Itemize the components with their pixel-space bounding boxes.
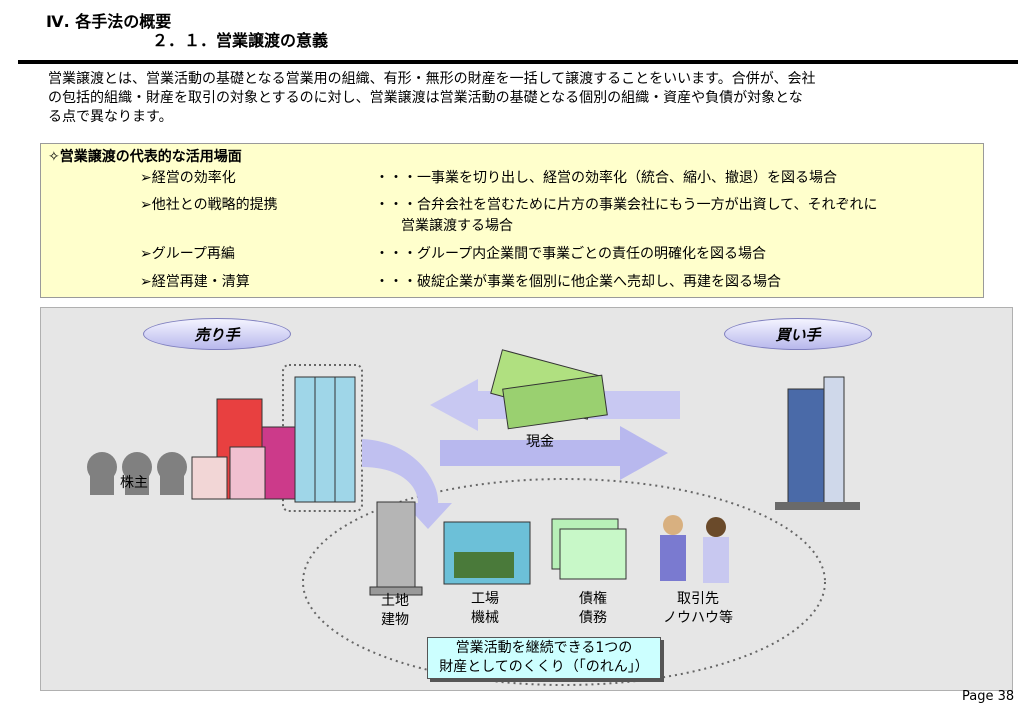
asset-label: 工場 機械	[455, 590, 515, 628]
use-label: ➢他社との戦略的提携	[140, 197, 278, 213]
uses-heading: ✧営業譲渡の代表的な活用場面	[48, 149, 242, 165]
goodwill-line: 営業活動を継続できる1つの	[455, 640, 633, 656]
asset-group-oval	[302, 478, 826, 686]
goodwill-callout: 営業活動を継続できる1つの 財産としてのくくり（「のれん」）	[427, 637, 661, 679]
factory-icon	[443, 521, 531, 585]
certificate-icon	[551, 518, 627, 580]
use-label: ➢経営再建・清算	[140, 274, 250, 290]
asset-line: 機械	[471, 610, 499, 626]
asset-line: 土地	[381, 593, 409, 609]
intro-paragraph: 営業譲渡とは、営業活動の基礎となる営業用の組織、有形・無形の財産を一括して譲渡す…	[48, 70, 998, 127]
intro-line: る点で異なります。	[48, 109, 173, 125]
goodwill-line: 財産としてのくくり（「のれん」）	[439, 659, 649, 675]
shareholder-label: 株主	[120, 475, 148, 491]
asset-label: 債権 債務	[563, 590, 623, 628]
title-rule	[18, 60, 1018, 64]
asset-line: 工場	[471, 591, 499, 607]
buyer-label: 買い手	[724, 318, 872, 350]
seller-buildings-icon	[191, 376, 356, 503]
land-building-icon	[369, 501, 423, 596]
page-number: Page 38	[962, 689, 1015, 704]
use-desc: ・・・一事業を切り出し、経営の効率化（統合、縮小、撤退）を図る場合	[375, 170, 837, 186]
shareholder-icon	[87, 452, 187, 495]
intro-line: の包括的組織・財産を取引の対象とするのに対し、営業譲渡は営業活動の基礎となる個別…	[48, 90, 803, 106]
use-desc: ・・・破綻企業が事業を個別に他企業へ売却し、再建を図る場合	[375, 274, 781, 290]
seller-label: 売り手	[143, 318, 291, 350]
intro-line: 営業譲渡とは、営業活動の基礎となる営業用の組織、有形・無形の財産を一括して譲渡す…	[48, 71, 816, 87]
buyer-tower-icon	[775, 376, 860, 510]
diagram-graphics	[87, 349, 860, 686]
asset-line: 債務	[579, 610, 607, 626]
asset-line: 取引先	[677, 591, 719, 607]
use-label: ➢グループ再編	[140, 246, 235, 262]
asset-label: 取引先 ノウハウ等	[650, 590, 746, 628]
asset-label: 土地 建物	[370, 592, 420, 630]
asset-line: ノウハウ等	[663, 610, 733, 626]
uses-box	[40, 143, 984, 298]
section-title: Ⅳ. 各手法の概要	[46, 12, 172, 31]
use-desc-cont: 営業譲渡する場合	[401, 218, 513, 234]
use-desc: ・・・グループ内企業間で事業ごとの責任の明確化を図る場合	[375, 246, 767, 262]
asset-line: 建物	[381, 612, 409, 628]
page-title: ２．１．営業譲渡の意義	[152, 31, 329, 50]
use-label: ➢経営の効率化	[140, 170, 236, 186]
business-people-icon	[660, 515, 729, 583]
use-desc: ・・・合弁会社を営むために片方の事業会社にもう一方が出資して、それぞれに	[375, 197, 878, 213]
curved-arrow-icon	[362, 439, 452, 529]
asset-line: 債権	[579, 591, 607, 607]
cash-icon	[490, 349, 608, 430]
right-arrow-icon	[440, 426, 668, 480]
cash-label: 現金	[526, 434, 554, 450]
